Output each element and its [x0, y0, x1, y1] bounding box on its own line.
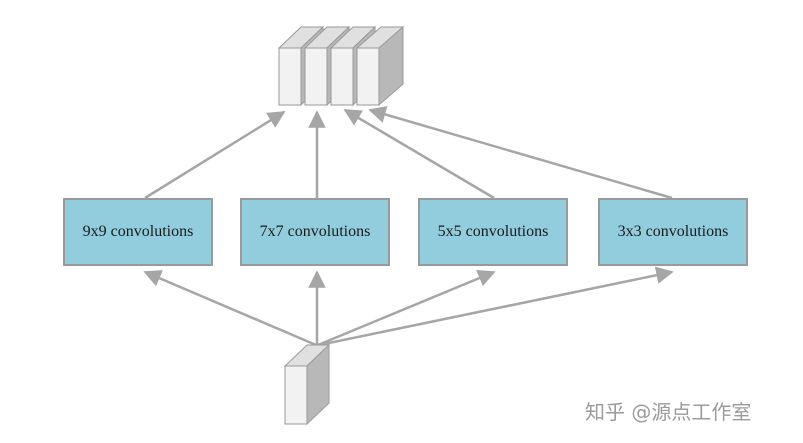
arrow-input-to-3x3 [318, 266, 674, 347]
conv-box-5x5: 5x5 convolutions [418, 198, 568, 266]
watermark: 知乎 @源点工作室 [585, 400, 752, 424]
input-feature-map [283, 343, 331, 426]
conv-box-9x9: 9x9 convolutions [63, 198, 213, 266]
output-feature-maps [277, 25, 405, 107]
output-block-4 [355, 25, 405, 107]
output-arrows [144, 106, 673, 200]
arrow-9x9-to-output [144, 110, 286, 200]
input-arrows [143, 266, 674, 347]
arrow-input-to-9x9 [143, 270, 317, 347]
conv-box-7x7: 7x7 convolutions [240, 198, 390, 266]
conv-box-3x3: 3x3 convolutions [598, 198, 748, 266]
arrow-3x3-to-output [368, 106, 673, 200]
arrow-input-to-5x5 [317, 269, 496, 347]
arrow-5x5-to-output [343, 108, 495, 200]
